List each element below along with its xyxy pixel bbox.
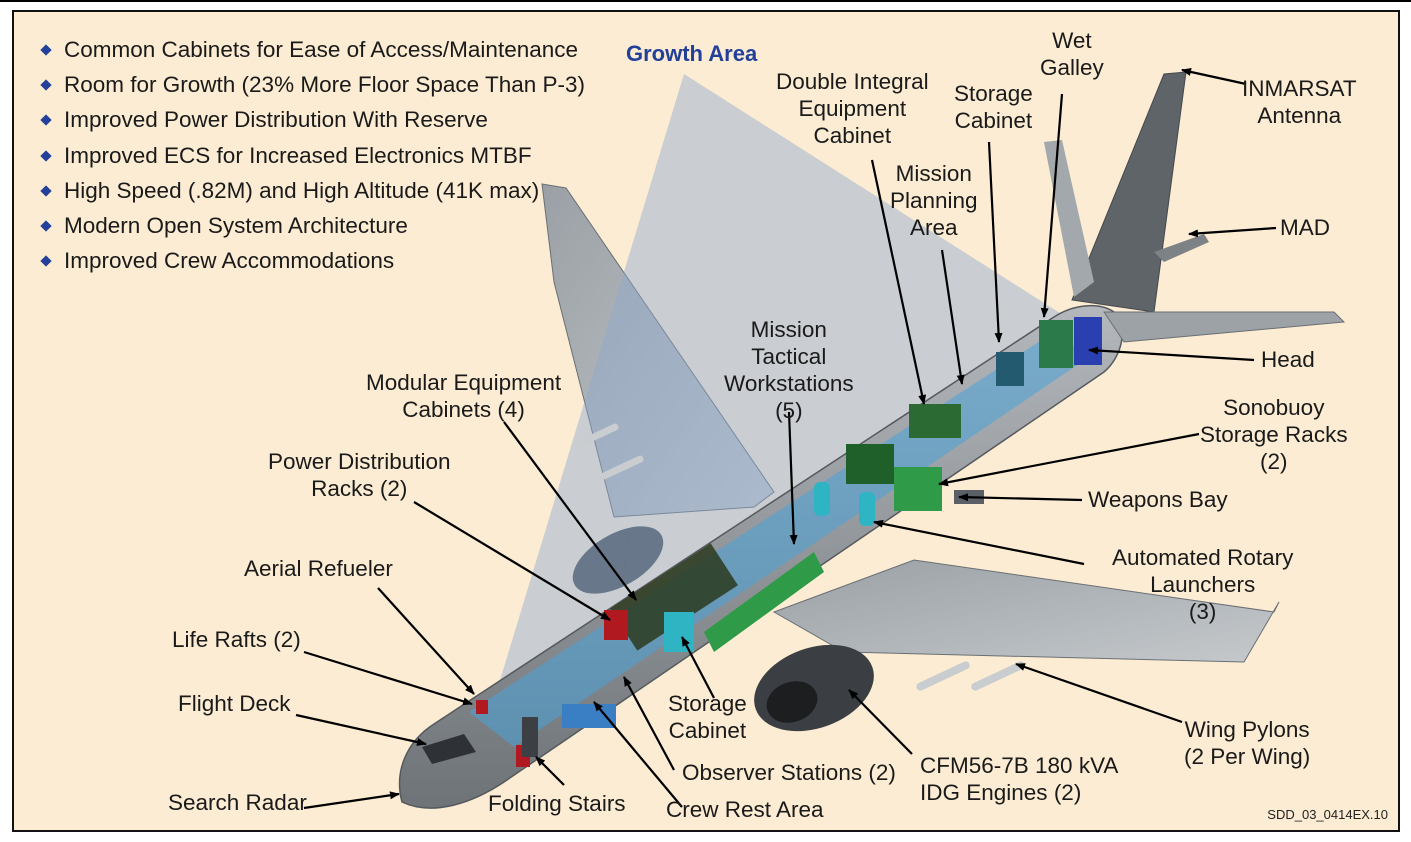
feature-item: High Speed (.82M) and High Altitude (41K…: [38, 177, 585, 212]
bullet-diamond-icon: [40, 255, 52, 267]
mission-tactical-workstations: [704, 552, 824, 652]
feature-item: Room for Growth (23% More Floor Space Th…: [38, 71, 585, 106]
modular-equipment-label: Modular Equipment Cabinets (4): [366, 370, 562, 422]
wet-galley: [1039, 320, 1073, 368]
sonobuoy-racks: [846, 444, 894, 484]
folding-stairs: [522, 717, 538, 757]
crew-rest-area: [562, 704, 616, 728]
bullet-diamond-icon: [40, 114, 52, 127]
storage-cabinet-fwd-label: Storage Cabinet: [668, 691, 747, 743]
observer-stations-label: Observer Stations (2): [682, 760, 896, 785]
bullet-diamond-icon: [40, 44, 52, 56]
wing-store: [575, 423, 619, 448]
mad-label: MAD: [1280, 215, 1330, 240]
weapons-bay-label: Weapons Bay: [1088, 487, 1228, 512]
search-radar-label: Search Radar: [168, 790, 307, 815]
mission-planning-label: Mission Planning Area: [890, 161, 978, 240]
wing-pylons-label: Wing Pylons (2 Per Wing): [1184, 717, 1311, 769]
wet-galley-label: Wet Galley: [1040, 28, 1104, 80]
rotary-launchers-label: Automated Rotary Launchers (3): [1112, 545, 1294, 624]
rotary-launcher: [814, 482, 830, 516]
right-engine-inlet: [766, 681, 818, 723]
crew-rest-label: Crew Rest Area: [666, 797, 824, 822]
leader-lines: [295, 68, 1277, 810]
mad-boom: [1154, 234, 1209, 262]
folding-stairs-label: Folding Stairs: [488, 791, 626, 816]
aircraft-cutaway-illustration: [295, 68, 1346, 810]
inmarsat-antenna-label: INMARSAT Antenna: [1242, 76, 1357, 128]
bullet-diamond-icon: [40, 149, 52, 162]
storage-cabinet-aft: [996, 352, 1024, 386]
bullet-diamond-icon: [40, 185, 52, 197]
wing-store: [600, 455, 644, 480]
double-integral-cabinet-label: Double Integral Equipment Cabinet: [776, 69, 929, 148]
left-stabilizer: [1044, 140, 1094, 297]
double-integral-cabinet: [909, 404, 961, 438]
figure-code: SDD_03_0414EX.10: [1267, 807, 1388, 822]
power-distribution-rack: [604, 610, 628, 640]
top-border-line: [0, 0, 1411, 2]
feature-item: Improved ECS for Increased Electronics M…: [38, 142, 585, 177]
wing-store: [916, 661, 970, 691]
life-rafts-label: Life Rafts (2): [172, 627, 301, 652]
storage-cabinet-fwd: [664, 612, 694, 652]
aerial-refueler-label: Aerial Refueler: [244, 556, 393, 581]
growth-area-label: Growth Area: [626, 41, 758, 66]
sonobuoy-label: Sonobuoy Storage Racks (2): [1200, 395, 1348, 474]
modular-equipment-cabinets: [610, 543, 738, 651]
feature-item: Improved Crew Accommodations: [38, 247, 585, 282]
head-compartment: [1074, 317, 1102, 365]
diagram-frame: Common Cabinets for Ease of Access/Maint…: [12, 10, 1400, 832]
rotary-launcher: [859, 492, 875, 526]
horizontal-stabilizer: [1103, 311, 1346, 343]
flight-deck-label: Flight Deck: [178, 691, 291, 716]
engines-label: CFM56-7B 180 kVA IDG Engines (2): [920, 753, 1119, 805]
storage-cabinet-aft-label: Storage Cabinet: [954, 81, 1033, 133]
feature-item: Modern Open System Architecture: [38, 212, 585, 247]
aerial-refueler-unit: [476, 700, 488, 714]
bullet-diamond-icon: [40, 79, 52, 91]
growth-area-cones: [494, 74, 1074, 700]
feature-item: Improved Power Distribution With Reserve: [38, 106, 585, 141]
mission-tactical-label: Mission Tactical Workstations (5): [724, 317, 854, 423]
cockpit-windshield: [422, 734, 476, 764]
head-label: Head: [1261, 347, 1315, 372]
bullet-diamond-icon: [40, 220, 52, 232]
power-distribution-label: Power Distribution Racks (2): [268, 449, 451, 501]
sonobuoy-racks: [894, 467, 942, 511]
left-engine: [572, 526, 664, 594]
feature-item: Common Cabinets for Ease of Access/Maint…: [38, 36, 585, 71]
wing-store: [971, 661, 1025, 691]
feature-list: Common Cabinets for Ease of Access/Maint…: [38, 36, 585, 282]
